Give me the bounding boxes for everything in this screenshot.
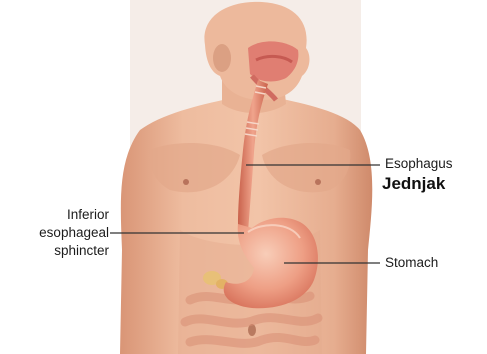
sphincter-label-line-1: Inferior — [67, 207, 109, 223]
esophagus-local-label: Jednjak — [382, 174, 445, 194]
esophagus-label: Esophagus — [385, 156, 453, 172]
stomach-label: Stomach — [385, 255, 438, 271]
sphincter-label-line-2: esophageal — [39, 225, 109, 241]
sphincter-label-line-3: sphincter — [54, 243, 109, 259]
